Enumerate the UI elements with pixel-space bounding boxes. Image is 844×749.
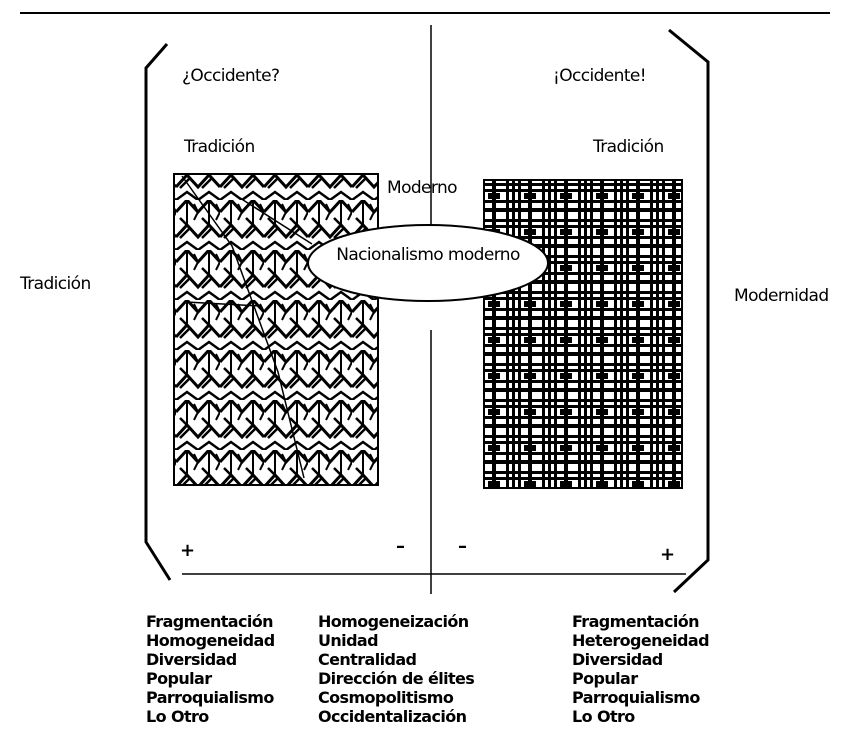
ellipse-label: Nacionalismo moderno <box>336 245 520 265</box>
left-bracket <box>144 43 172 581</box>
nationalism-ellipse <box>307 224 549 302</box>
left-plus-sign: + <box>180 540 196 561</box>
traditional-pattern-panel <box>173 173 379 486</box>
center-column-item: Homogeneización <box>318 612 469 631</box>
right-minus-sign: – <box>458 536 467 557</box>
left-column: Fragmentación Homogeneidad Diversidad Po… <box>146 612 275 726</box>
right-column-item: Parroquialismo <box>572 688 700 707</box>
right-bracket <box>668 28 710 594</box>
left-column-item: Diversidad <box>146 650 237 669</box>
right-column: Fragmentación Heterogeneidad Diversidad … <box>572 612 710 726</box>
center-column-item: Unidad <box>318 631 379 650</box>
left-panel-subtitle: Tradición <box>184 137 255 157</box>
left-column-item: Lo Otro <box>146 707 209 726</box>
left-column-item: Parroquialismo <box>146 688 274 707</box>
right-column-item: Fragmentación <box>572 612 700 631</box>
modern-pattern-panel <box>483 179 683 489</box>
left-column-item: Fragmentación <box>146 612 274 631</box>
center-column: Homogeneización Unidad Centralidad Direc… <box>318 612 475 726</box>
center-column-item: Centralidad <box>318 650 417 669</box>
moderno-label: Moderno <box>387 178 458 198</box>
right-column-item: Popular <box>572 669 638 688</box>
left-panel-title: ¿Occidente? <box>182 66 280 86</box>
center-column-item: Cosmopolitismo <box>318 688 454 707</box>
right-column-item: Lo Otro <box>572 707 635 726</box>
right-column-item: Heterogeneidad <box>572 631 710 650</box>
right-column-item: Diversidad <box>572 650 663 669</box>
traditional-pattern-diagonal <box>181 175 313 479</box>
right-panel-subtitle: Tradición <box>593 137 664 157</box>
left-minus-sign: – <box>396 536 405 557</box>
left-column-item: Popular <box>146 669 212 688</box>
right-plus-sign: + <box>660 544 676 565</box>
left-column-item: Homogeneidad <box>146 631 275 650</box>
center-column-item: Dirección de élites <box>318 669 475 688</box>
right-panel-title: ¡Occidente! <box>553 66 647 86</box>
right-axis-label: Modernidad <box>734 286 829 306</box>
left-axis-label: Tradición <box>20 274 91 294</box>
center-column-item: Occidentalización <box>318 707 467 726</box>
